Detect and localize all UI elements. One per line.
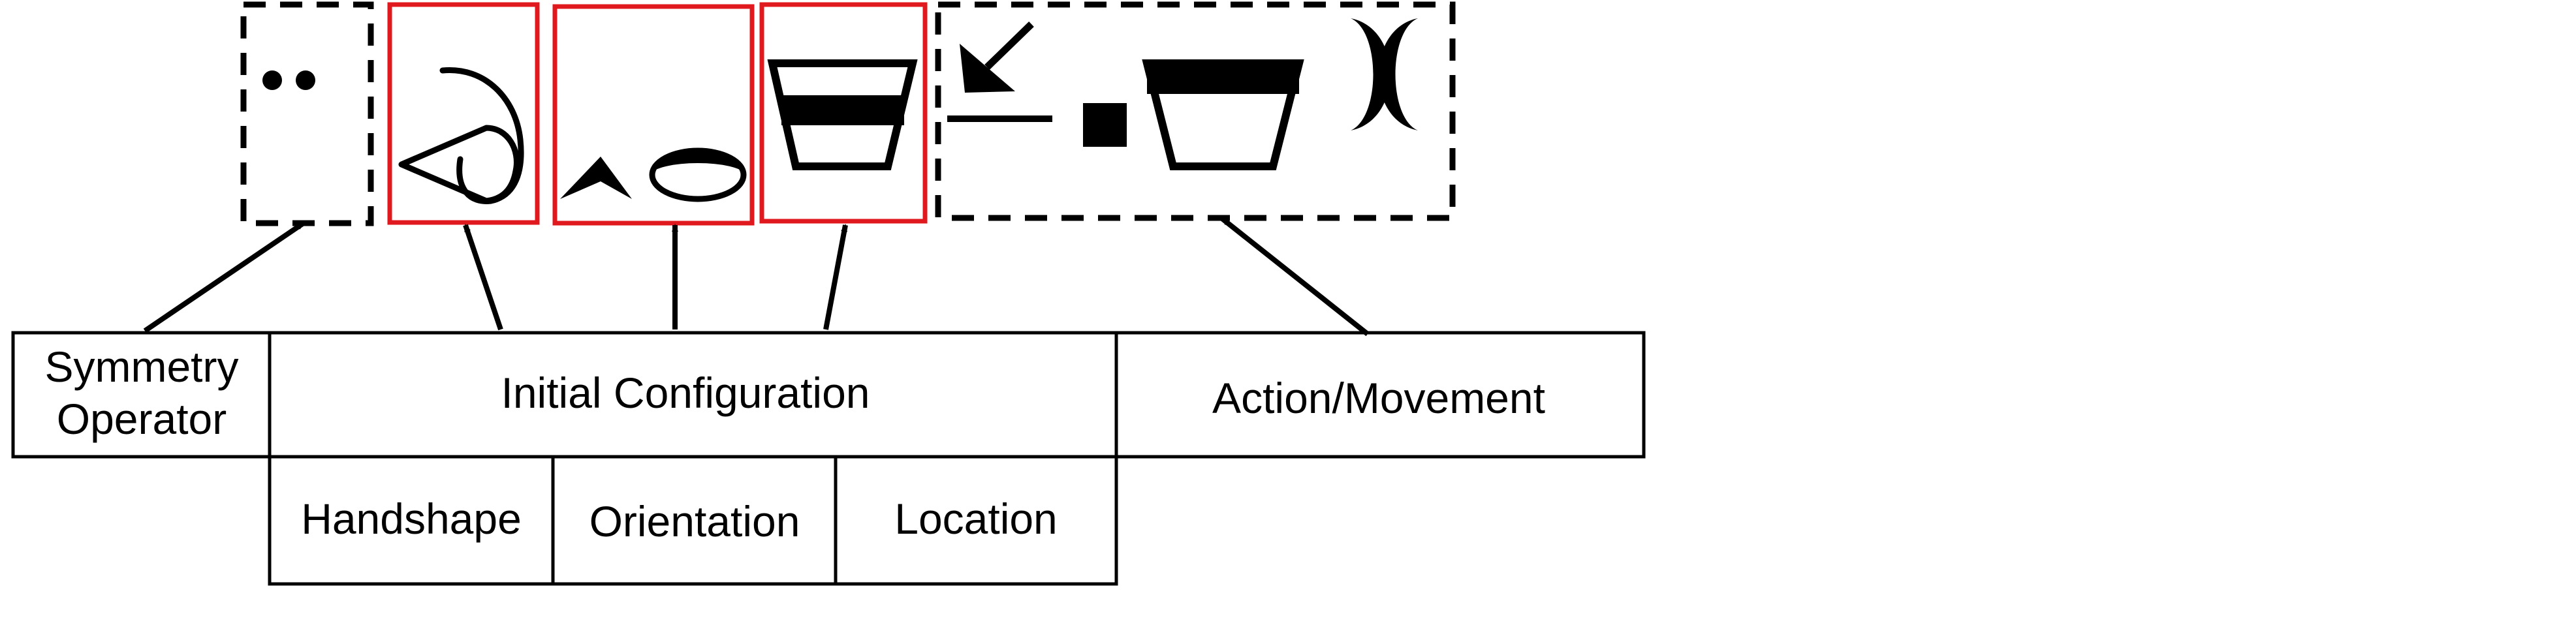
location-trapezoid-icon xyxy=(767,59,918,170)
pointer-arrows xyxy=(143,216,1370,337)
label-table xyxy=(11,331,1646,586)
orientation-red-box xyxy=(552,4,755,226)
arrow-handshape xyxy=(463,224,503,331)
handshape-glyph-icon xyxy=(398,67,524,204)
handshape-label: Handshape xyxy=(301,495,522,543)
symmetry-label-line2: Operator xyxy=(57,395,227,443)
cell-location xyxy=(834,455,1118,586)
handshape-red-box xyxy=(387,2,540,225)
orientation-label: Orientation xyxy=(589,497,800,545)
arrow-movement xyxy=(1220,216,1370,337)
location-label: Location xyxy=(894,495,1058,543)
initial-configuration-label: Initial Configuration xyxy=(501,369,870,417)
movement-glyph-group xyxy=(935,1,1456,221)
arrow-symmetry xyxy=(143,221,306,333)
symmetry-label-line1: Symmetry xyxy=(45,343,239,391)
diagonal-arrow-icon xyxy=(947,22,1052,122)
symmetry-glyph-group xyxy=(240,1,374,226)
location-red-box xyxy=(759,2,928,224)
cell-action-movement xyxy=(1114,331,1646,459)
trapezoid-icon xyxy=(1142,59,1304,170)
handshape-glyph-group xyxy=(387,2,540,225)
location-glyph-group xyxy=(759,2,928,224)
action-movement-label: Action/Movement xyxy=(1212,374,1545,422)
orientation-glyph-group xyxy=(552,4,755,226)
orientation-glyph-icon xyxy=(560,147,747,202)
square-icon xyxy=(1083,103,1127,147)
movement-dashed-box xyxy=(935,1,1456,221)
arrow-location xyxy=(823,224,848,330)
double-dot-icon xyxy=(262,70,315,90)
contact-brackets-icon xyxy=(1351,18,1418,130)
caret-up-icon xyxy=(560,157,632,199)
symmetry-dashed-box xyxy=(240,1,374,226)
